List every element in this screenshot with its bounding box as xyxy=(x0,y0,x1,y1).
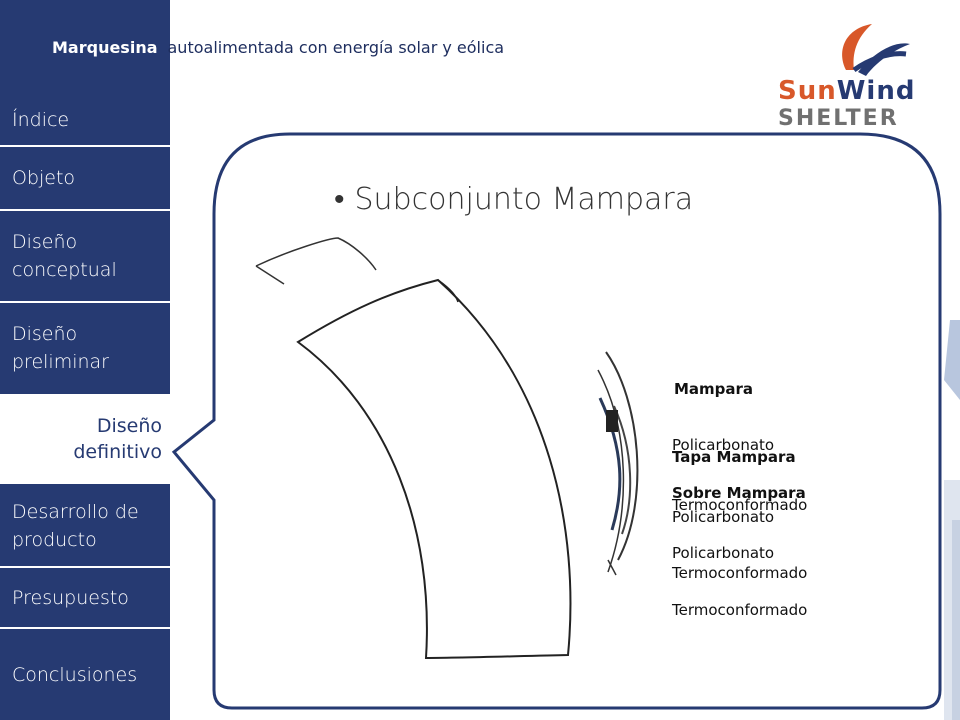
sidebar-item-diseno-definitivo[interactable]: Diseño definitivo xyxy=(0,394,172,484)
mampara-drawing xyxy=(255,237,639,660)
sidebar-item-label: Conclusiones xyxy=(12,664,138,686)
sidebar-item-label: Desarrollo de producto xyxy=(12,501,139,551)
background-structure xyxy=(944,320,960,720)
logo-subtitle: SHELTER xyxy=(778,106,899,131)
sidebar-item-presupuesto[interactable]: Presupuesto xyxy=(0,569,170,627)
sidebar-divider xyxy=(0,145,170,147)
label-termoconformado: Termoconformado xyxy=(672,564,808,582)
sidebar-divider xyxy=(0,209,170,211)
sidebar-divider xyxy=(0,301,170,303)
bullet-icon: • xyxy=(334,182,345,217)
sidebar-item-label: Diseño conceptual xyxy=(12,231,117,281)
sidebar-item-indice[interactable]: Índice xyxy=(0,95,170,145)
sidebar-item-label: Objeto xyxy=(12,167,76,189)
label-policarbonato: Policarbonato xyxy=(672,508,775,526)
sidebar-item-label: Diseño preliminar xyxy=(12,323,109,373)
label-policarbonato: Policarbonato xyxy=(672,436,775,454)
slide-title: •Subconjunto Mampara xyxy=(334,182,694,217)
sidebar-item-diseno-conceptual[interactable]: Diseño conceptual xyxy=(0,212,170,300)
butterfly-icon xyxy=(842,24,910,76)
sunwind-logo: SunWind SHELTER xyxy=(776,20,916,132)
sidebar-divider xyxy=(0,627,170,629)
label-termoconformado: Termoconformado xyxy=(672,496,808,514)
label-sobre-mampara: Sobre Mampara xyxy=(672,484,806,502)
sidebar-item-label: Diseño definitivo xyxy=(73,415,162,463)
logo-wordmark: SunWind xyxy=(778,76,916,106)
label-mampara: Mampara xyxy=(674,380,754,398)
sidebar-item-desarrollo-producto[interactable]: Desarrollo de producto xyxy=(0,486,170,566)
label-policarbonato: Policarbonato xyxy=(672,544,775,562)
page-title-bold: Marquesina xyxy=(52,38,158,57)
sidebar-item-label: Presupuesto xyxy=(12,587,129,609)
sidebar-divider xyxy=(0,566,170,568)
sidebar xyxy=(0,0,170,720)
label-termoconformado: Termoconformado xyxy=(672,601,808,619)
sidebar-item-label: Índice xyxy=(12,109,70,131)
sidebar-item-objeto[interactable]: Objeto xyxy=(0,148,170,208)
sidebar-item-diseno-preliminar[interactable]: Diseño preliminar xyxy=(0,304,170,392)
page-title: Marquesina autoalimentada con energía sol… xyxy=(52,38,504,57)
label-tapa-mampara: Tapa Mampara xyxy=(672,448,796,466)
page-title-rest: autoalimentada con energía solar y eólic… xyxy=(167,38,505,57)
sidebar-item-conclusiones[interactable]: Conclusiones xyxy=(0,630,170,720)
